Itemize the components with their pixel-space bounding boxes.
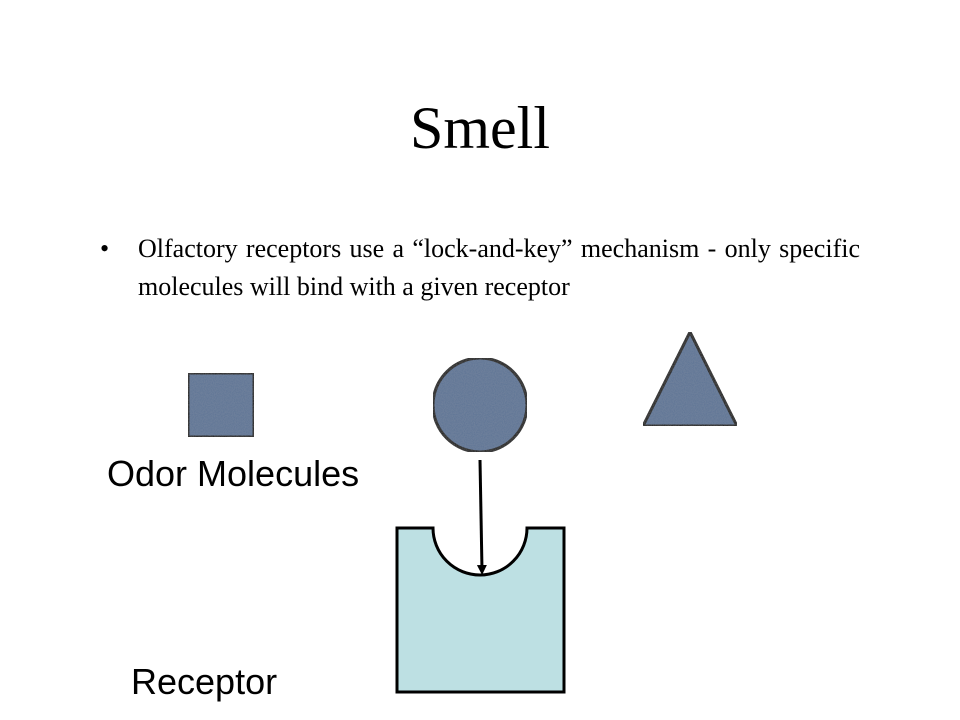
- receptor-label: Receptor: [131, 661, 278, 702]
- receptor-with-circular-binding-site: [395, 526, 566, 694]
- square-molecule: [186, 371, 256, 439]
- bullet-list: • Olfactory receptors use a “lock-and-ke…: [100, 230, 860, 306]
- bullet-mark: •: [100, 234, 110, 263]
- odor-molecules-label: Odor Molecules: [107, 453, 360, 494]
- bullet-item: • Olfactory receptors use a “lock-and-ke…: [100, 230, 860, 306]
- slide-title: Smell: [409, 95, 550, 161]
- bullet-text: Olfactory receptors use a “lock-and-key”…: [138, 234, 860, 301]
- binding-arrow: [476, 459, 487, 575]
- triangle-molecule: [640, 328, 740, 428]
- circle-molecule: [431, 356, 529, 454]
